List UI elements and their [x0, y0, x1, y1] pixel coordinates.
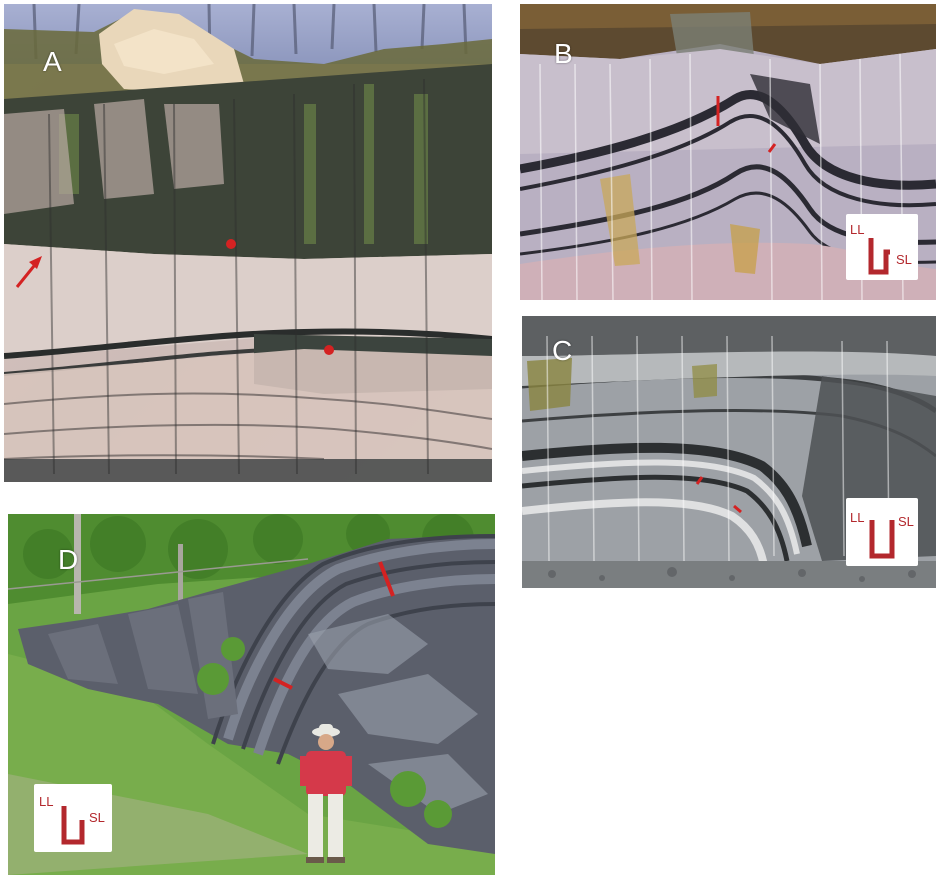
- legend-label-sl: SL: [896, 252, 912, 267]
- outcrop-photo-d: [8, 514, 495, 875]
- panel-label-b: B: [554, 38, 573, 69]
- annotation-bar: [695, 476, 704, 485]
- legend-label-sl: SL: [898, 514, 914, 529]
- legend-label-ll: LL: [850, 510, 864, 525]
- panel-label-c: C: [552, 335, 573, 366]
- annotation-dot: [324, 345, 334, 355]
- photo-panel-d: D LL SL: [8, 514, 495, 875]
- legend-label-sl: SL: [89, 810, 105, 825]
- person-figure: [300, 724, 352, 863]
- annotation-arrow: [15, 256, 42, 288]
- legend-symbol: [869, 520, 895, 559]
- annotation-bar: [378, 561, 395, 597]
- photo-panel-c: C LL SL: [522, 316, 936, 588]
- photo-panel-a: A: [4, 4, 492, 482]
- annotation-bar: [767, 143, 777, 153]
- legend-symbol: [61, 806, 85, 845]
- annotation-dot: [226, 239, 236, 249]
- annotation-bar: [733, 504, 742, 514]
- legend-symbol: [868, 238, 890, 275]
- photo-panel-b: B LL SL: [520, 4, 936, 300]
- panel-label-a: A: [43, 46, 62, 77]
- bedding-legend: LL SL: [846, 214, 918, 280]
- panel-label-d: D: [58, 544, 79, 575]
- legend-label-ll: LL: [850, 222, 864, 237]
- annotation-bar: [273, 677, 293, 690]
- bedding-legend: LL SL: [34, 784, 112, 852]
- legend-label-ll: LL: [39, 794, 53, 809]
- outcrop-photo-a: [4, 4, 492, 482]
- bedding-legend: LL SL: [846, 498, 918, 566]
